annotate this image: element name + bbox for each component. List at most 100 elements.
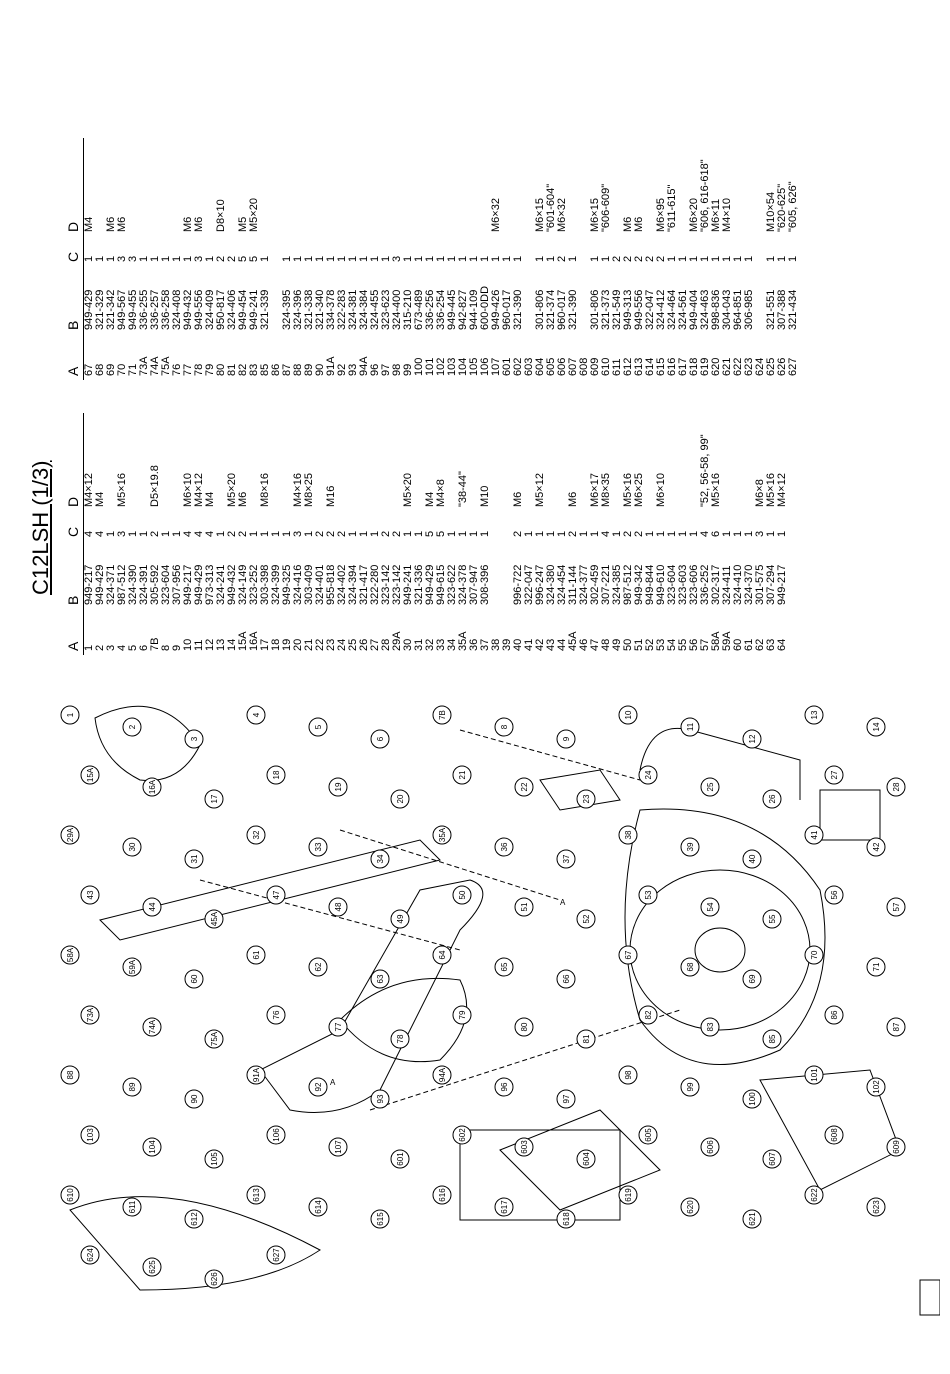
- callout-label: 7B: [438, 710, 447, 720]
- table-cell-d: M6×25: [633, 473, 645, 507]
- callout-label: 50: [458, 890, 467, 899]
- table-cell-d: [381, 138, 392, 236]
- part-callout: 27: [824, 765, 844, 785]
- col-header-d: D: [65, 138, 84, 236]
- table-cell-c: 1: [743, 255, 755, 262]
- callout-label: 24: [644, 770, 653, 779]
- callout-label: 79: [458, 1010, 467, 1019]
- callout-label: 96: [500, 1082, 509, 1091]
- callout-label: 94A: [438, 1067, 447, 1082]
- callout-circle: [370, 969, 390, 989]
- callout-circle: [514, 1137, 534, 1157]
- part-callout: 65: [494, 957, 514, 977]
- part-callout: 612: [184, 1209, 204, 1229]
- table-cell-d: [150, 138, 161, 236]
- callout-circle: [824, 1125, 844, 1145]
- callout-circle: [452, 1125, 472, 1145]
- table-cell-d: [282, 138, 293, 236]
- callout-circle: [390, 1149, 410, 1169]
- part-callout: 58A: [60, 945, 80, 965]
- part-callout: 24: [638, 765, 658, 785]
- connection-line: [199, 879, 461, 951]
- callout-label: 18: [272, 770, 281, 779]
- table-cell-b: 321-434: [787, 289, 799, 330]
- part-callout: 610: [60, 1185, 80, 1205]
- callout-circle: [370, 1209, 390, 1229]
- part-callout: 42: [866, 837, 886, 857]
- callout-circle: [246, 1065, 266, 1085]
- part-callout: 604: [576, 1149, 596, 1169]
- callout-circle: [432, 945, 452, 965]
- callout-label: 104: [148, 1140, 157, 1154]
- part-callout: 88: [60, 1065, 80, 1085]
- table-cell-d: D5×19.8: [149, 465, 161, 507]
- callout-circle: [122, 1197, 142, 1217]
- callout-circle: [762, 1029, 782, 1049]
- callout-circle: [700, 777, 720, 797]
- part-callout: 26: [762, 789, 782, 809]
- blade-guard-shape: [94, 705, 201, 782]
- part-callout: 617: [494, 1197, 514, 1217]
- callout-label: 48: [334, 902, 343, 911]
- part-callout: 81: [576, 1029, 596, 1049]
- part-callout: 28: [886, 777, 906, 797]
- table-cell-d: M4: [83, 216, 95, 232]
- callout-circle: [328, 1137, 348, 1157]
- callout-label: 603: [520, 1140, 529, 1154]
- callout-circle: [618, 825, 638, 845]
- callout-circle: [184, 969, 204, 989]
- callout-label: 622: [810, 1188, 819, 1202]
- callout-label: 43: [86, 890, 95, 899]
- table-cell-d: [293, 138, 304, 236]
- callout-circle: [886, 1137, 906, 1157]
- table-cell-d: [381, 413, 392, 511]
- part-callout: 105: [204, 1149, 224, 1169]
- part-callout: 45A: [204, 909, 224, 929]
- callout-label: 12: [748, 734, 757, 743]
- part-callout: 101: [804, 1065, 824, 1085]
- callout-circle: [60, 1065, 80, 1085]
- callout-label: 65: [500, 962, 509, 971]
- callout-label: 15A: [86, 767, 95, 782]
- part-callout: 4: [246, 705, 266, 725]
- callout-circle: [370, 1089, 390, 1109]
- callout-circle: [122, 837, 142, 857]
- part-callout: 86: [824, 1005, 844, 1025]
- callout-circle: [308, 717, 328, 737]
- callout-circle: [638, 1125, 658, 1145]
- callout-circle: [618, 705, 638, 725]
- callout-circle: [700, 1137, 720, 1157]
- callout-label: 615: [376, 1212, 385, 1226]
- callout-circle: [142, 897, 162, 917]
- callout-circle: [80, 1125, 100, 1145]
- table-header-row: A B C D: [65, 138, 84, 380]
- callout-circle: [204, 1269, 224, 1289]
- callout-label: 78: [396, 1034, 405, 1043]
- callout-circle: [742, 969, 762, 989]
- callout-circle: [762, 909, 782, 929]
- handle-frame-shape: [639, 727, 801, 800]
- callout-circle: [866, 717, 886, 737]
- part-callout: 621: [742, 1209, 762, 1229]
- callout-label: 37: [562, 854, 571, 863]
- callout-label: 619: [624, 1188, 633, 1202]
- fence-shape: [499, 1109, 661, 1211]
- callout-label: 20: [396, 794, 405, 803]
- part-callout: 12: [742, 729, 762, 749]
- table-cell-d: M6: [512, 491, 524, 507]
- page-title: C12LSH (1/3): [28, 460, 53, 595]
- part-callout: 25: [700, 777, 720, 797]
- table-cell-c: 1: [567, 255, 579, 262]
- part-callout: 616: [432, 1185, 452, 1205]
- callout-label: 41: [810, 830, 819, 839]
- callout-circle: [680, 717, 700, 737]
- callout-circle: [556, 849, 576, 869]
- callout-circle: [122, 957, 142, 977]
- part-callout: 44: [142, 897, 162, 917]
- table-cell-d: [359, 413, 370, 511]
- table-cell-d: [678, 413, 689, 511]
- table-cell-c: 1: [776, 530, 788, 537]
- table-cell-d: [348, 413, 359, 511]
